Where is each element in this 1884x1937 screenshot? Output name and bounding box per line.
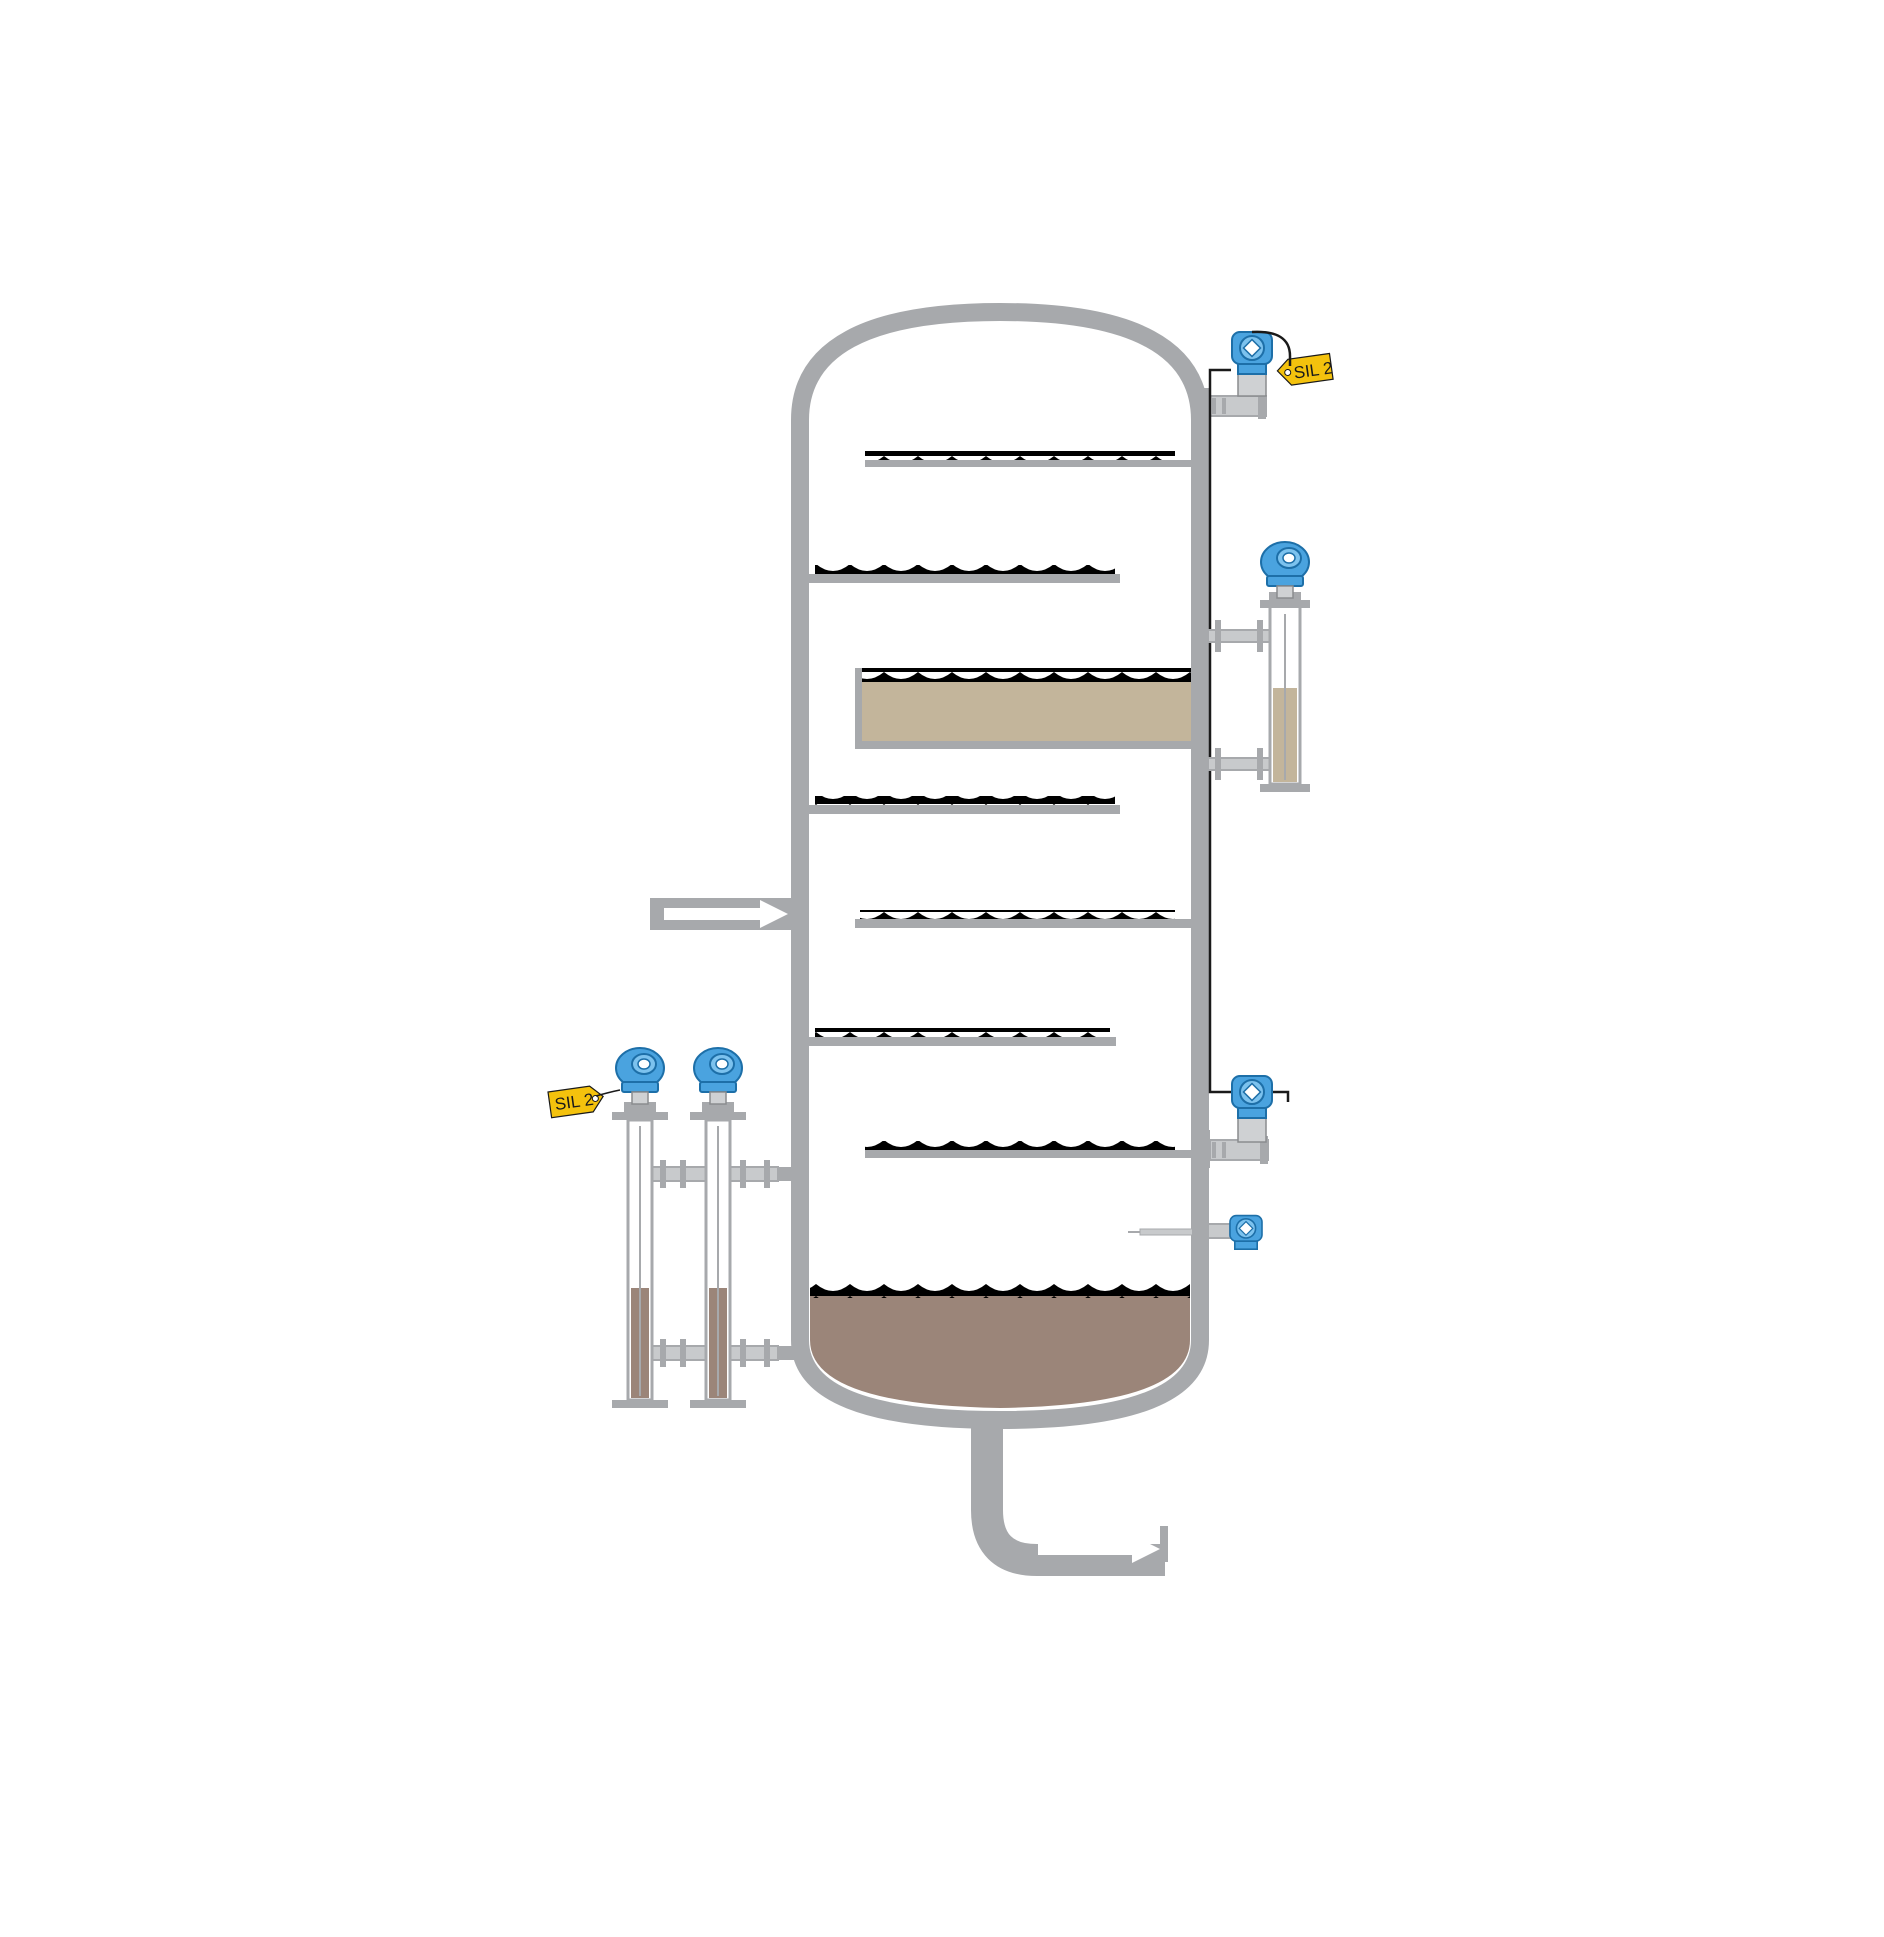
transmitter-icon (615, 1047, 665, 1105)
vessel (791, 302, 1209, 1430)
vessel-shell (791, 302, 1209, 1430)
right-guided-wave-radar (1260, 541, 1310, 600)
sil-tag-left-string (595, 1089, 621, 1097)
left-chamber-b (690, 1112, 746, 1408)
left-guided-wave-radar-b (693, 1047, 743, 1112)
bottom-liquid-wave (810, 1284, 1190, 1298)
sil-tag-left: SIL 2 (547, 1085, 604, 1119)
transmitter-icon (1229, 1214, 1263, 1250)
transmitter-icon (1231, 331, 1273, 375)
transmitter-icon (693, 1047, 743, 1105)
tray-3 (855, 668, 1191, 749)
right-level-chamber (1192, 600, 1310, 792)
trays (809, 451, 1191, 1158)
sil-tag-top: SIL 2 (1276, 352, 1334, 386)
transmitter-icon (1260, 541, 1310, 599)
bottom-outlet (971, 1425, 1168, 1576)
tray-5 (855, 910, 1191, 928)
feed-inlet (650, 898, 798, 930)
temperature-transmitter (1128, 1214, 1263, 1250)
left-guided-wave-radar-a (615, 1047, 665, 1112)
capillary-wire (1208, 330, 1292, 1102)
bottom-liquid (810, 1296, 1190, 1408)
tray-2 (809, 565, 1120, 583)
transmitter-icon (1231, 1075, 1273, 1119)
arrow-right-icon (1038, 1535, 1160, 1563)
left-chamber-a (612, 1112, 668, 1408)
top-dp-transmitter (1231, 331, 1273, 397)
tray-4 (809, 796, 1120, 814)
tray-7 (865, 1141, 1191, 1158)
tray-6 (809, 1028, 1116, 1046)
left-level-chambers (612, 1112, 800, 1408)
bottom-dp-transmitter (1231, 1075, 1273, 1143)
arrow-right-icon (664, 900, 788, 928)
tray-1 (865, 451, 1191, 467)
